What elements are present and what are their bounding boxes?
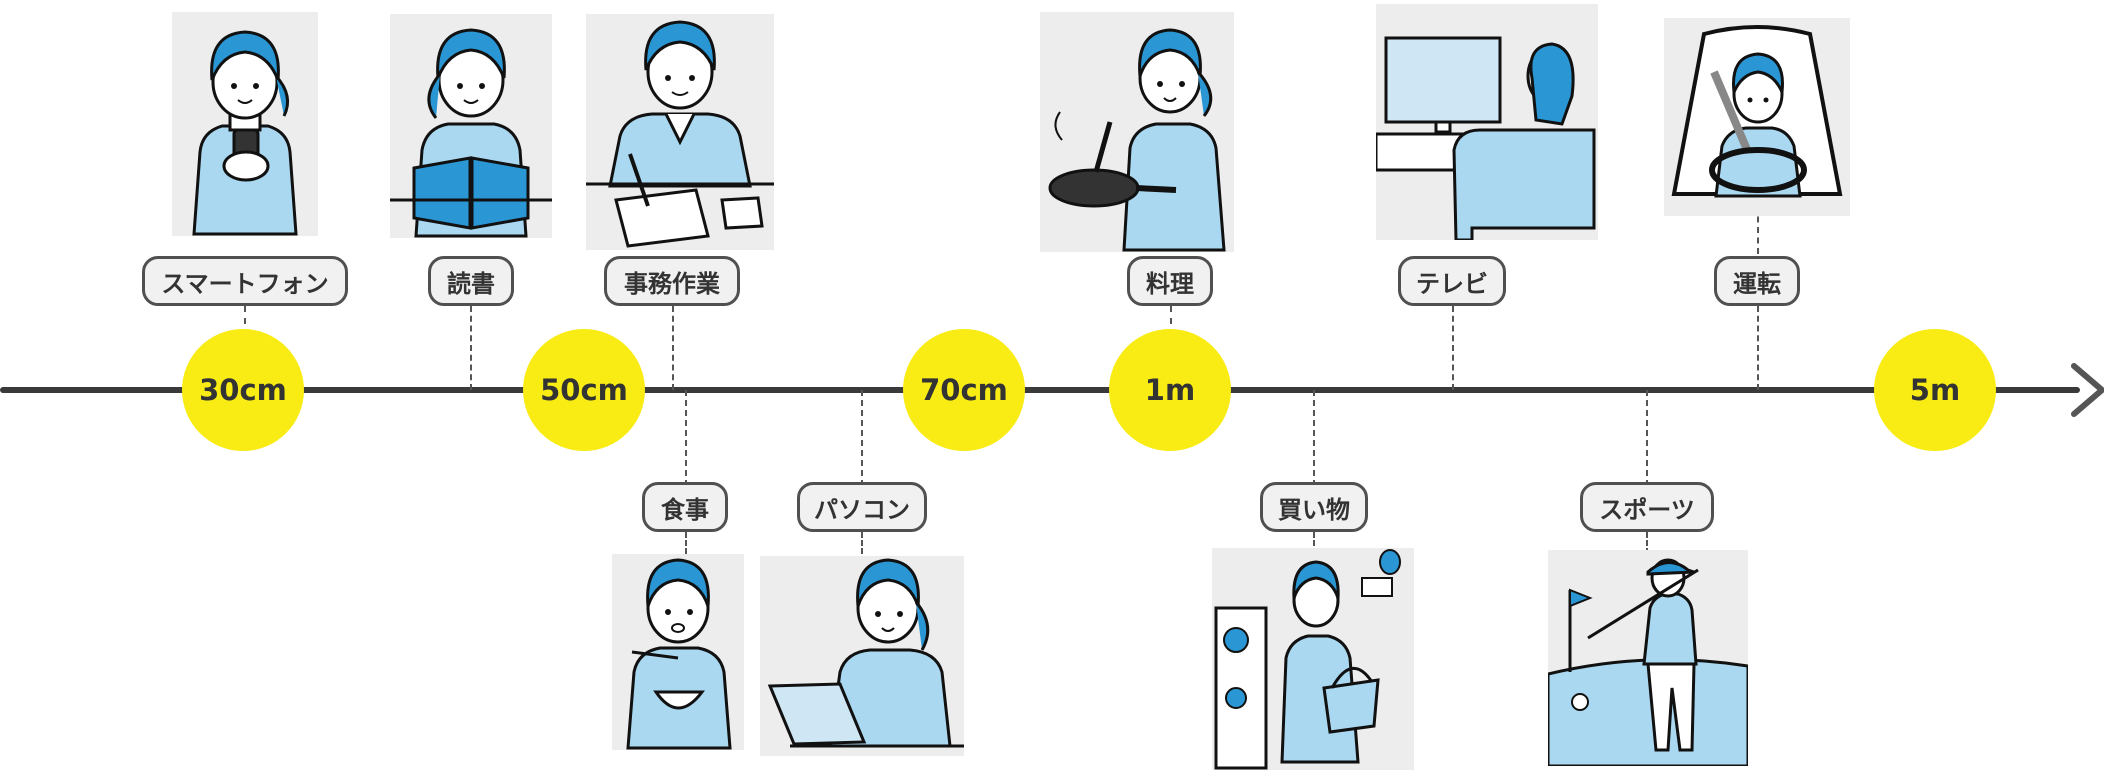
label-tv: テレビ — [1398, 256, 1506, 306]
label-cooking: 料理 — [1127, 256, 1213, 306]
woman-eating-rice-icon — [612, 554, 744, 750]
connector-reading — [470, 306, 472, 390]
connector-tv — [1452, 306, 1454, 390]
label-reading: 読書 — [428, 256, 514, 306]
label-smartphone: スマートフォン — [142, 256, 348, 306]
connector-cooking — [1170, 306, 1172, 324]
distance-marker-5m: 5m — [1874, 329, 1996, 451]
woman-watching-tv-icon — [1376, 4, 1598, 240]
distance-marker-30cm: 30cm — [182, 329, 304, 451]
label-pc: パソコン — [797, 482, 927, 532]
connector-smartphone — [244, 306, 246, 324]
woman-with-smartphone-icon — [172, 12, 318, 236]
connector-pc — [861, 390, 863, 486]
axis-arrow-icon — [2068, 362, 2104, 418]
label-sports: スポーツ — [1580, 482, 1714, 532]
distance-marker-70cm: 70cm — [903, 329, 1025, 451]
connector-pc-illus — [861, 532, 863, 554]
connector-shopping — [1313, 390, 1315, 486]
connector-driving-illus — [1757, 206, 1759, 254]
woman-using-laptop-icon — [760, 556, 964, 756]
woman-driving-car-icon — [1664, 18, 1850, 216]
connector-meal-illus — [685, 532, 687, 554]
label-meal: 食事 — [642, 482, 728, 532]
distance-marker-50cm: 50cm — [523, 329, 645, 451]
distance-marker-1m: 1m — [1109, 329, 1231, 451]
label-shopping: 買い物 — [1260, 482, 1368, 532]
label-driving: 運転 — [1714, 256, 1800, 306]
distance-axis — [0, 387, 2080, 393]
woman-cooking-pan-icon — [1040, 12, 1234, 252]
connector-sports — [1646, 390, 1648, 486]
connector-sports-illus — [1646, 532, 1648, 554]
connector-desk-work — [672, 306, 674, 390]
label-desk-work: 事務作業 — [604, 256, 740, 306]
woman-writing-documents-icon — [586, 14, 774, 250]
connector-shopping-illus — [1313, 532, 1315, 554]
woman-playing-golf-icon — [1548, 550, 1748, 766]
connector-meal — [685, 390, 687, 486]
woman-reading-book-icon — [390, 14, 552, 238]
connector-driving — [1757, 306, 1759, 390]
woman-shopping-basket-icon — [1212, 548, 1414, 770]
